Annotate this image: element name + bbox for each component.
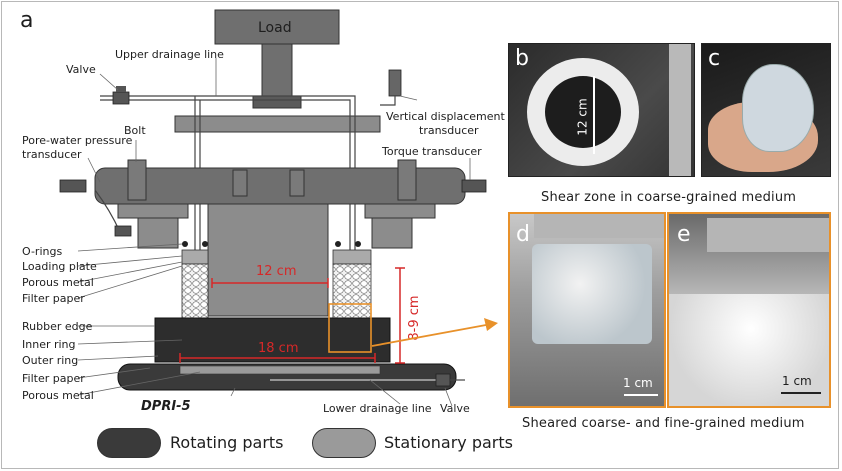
upper-housing: [94, 167, 466, 249]
grain-pile-e: [669, 294, 829, 406]
vertical-transducer-label-2: transducer: [419, 124, 479, 137]
dimension-12cm: [211, 278, 329, 288]
bolts: [127, 159, 417, 201]
bolt-label: Bolt: [124, 124, 146, 137]
load-ram: [174, 9, 381, 133]
caption-top: Shear zone in coarse-grained medium: [541, 190, 797, 205]
shear-zone-sample: [742, 64, 814, 152]
loading-plate-label: Loading plate: [22, 260, 97, 273]
dimension-18cm-label: 18 cm: [258, 341, 299, 356]
photo-e: e 1 cm: [667, 212, 831, 408]
valve-top-label: Valve: [66, 63, 96, 76]
dpri-label: DPRI-5: [141, 399, 191, 414]
valve-bottom-label: Valve: [440, 402, 470, 415]
photo-b: b 12 cm: [508, 43, 695, 177]
panel-label-a: a: [20, 8, 33, 33]
highlight-box: [328, 303, 372, 353]
scale-line-b: [593, 76, 595, 154]
valve-top-icon: [112, 86, 130, 105]
vertical-displacement-transducer: [380, 69, 402, 106]
loading-block: [207, 203, 329, 317]
upper-drainage-label: Upper drainage line: [115, 48, 224, 61]
dimension-height: [395, 267, 405, 364]
vertical-transducer-label-1: Vertical displacement: [386, 110, 505, 123]
panel-label-b: b: [515, 46, 529, 71]
ruler-e: [707, 218, 829, 252]
inner-ring-label: Inner ring: [22, 338, 76, 351]
scale-label-e: 1 cm: [782, 374, 812, 388]
valve-bottom-icon: [435, 373, 465, 387]
pore-water-transducer: [59, 179, 132, 237]
panel-label-e: e: [677, 222, 691, 247]
panel-label-d: d: [516, 222, 530, 247]
photo-d: d 1 cm: [508, 212, 666, 408]
scale-label-d: 1 cm: [623, 376, 653, 390]
filter-paper-bottom-label: Filter paper: [22, 372, 85, 385]
photo-c: c: [701, 43, 831, 177]
torque-transducer: [461, 179, 487, 193]
rotating-lower-ring: [117, 317, 457, 391]
legend-stationary-swatch: [312, 428, 376, 458]
pore-water-label-2: transducer: [22, 148, 82, 161]
porous-metal-top-label: Porous metal: [22, 276, 94, 289]
legend-rotating-swatch: [97, 428, 161, 458]
ruler-d: [534, 214, 664, 238]
caption-bottom: Sheared coarse- and fine-grained medium: [522, 416, 805, 431]
load-label: Load: [258, 20, 292, 36]
ruler-b: [669, 44, 691, 176]
dimension-18cm: [179, 353, 376, 363]
panel-label-c: c: [708, 46, 721, 71]
o-rings: [182, 241, 361, 247]
rubber-edge-label: Rubber edge: [22, 320, 93, 333]
grain-pile-d: [532, 244, 652, 344]
filter-paper-top-label: Filter paper: [22, 292, 85, 305]
torque-transducer-label: Torque transducer: [381, 145, 482, 158]
o-rings-label: O-rings: [22, 245, 62, 258]
highlight-arrow: [371, 318, 498, 347]
pore-water-label-1: Pore-water pressure: [22, 134, 133, 147]
legend-rotating-label: Rotating parts: [170, 433, 284, 452]
scale-bar-d: [624, 394, 658, 396]
porous-metal-bottom-label: Porous metal: [22, 389, 94, 402]
leader-lines: [77, 58, 471, 407]
lower-drainage-label: Lower drainage line: [323, 402, 432, 415]
outer-ring-label: Outer ring: [22, 354, 78, 367]
dimension-height-label: 8-9 cm: [407, 295, 422, 340]
scale-bar-e: [781, 392, 821, 394]
scale-label-b: 12 cm: [575, 98, 590, 136]
legend-stationary-label: Stationary parts: [384, 433, 513, 452]
dimension-12cm-label: 12 cm: [256, 264, 297, 279]
